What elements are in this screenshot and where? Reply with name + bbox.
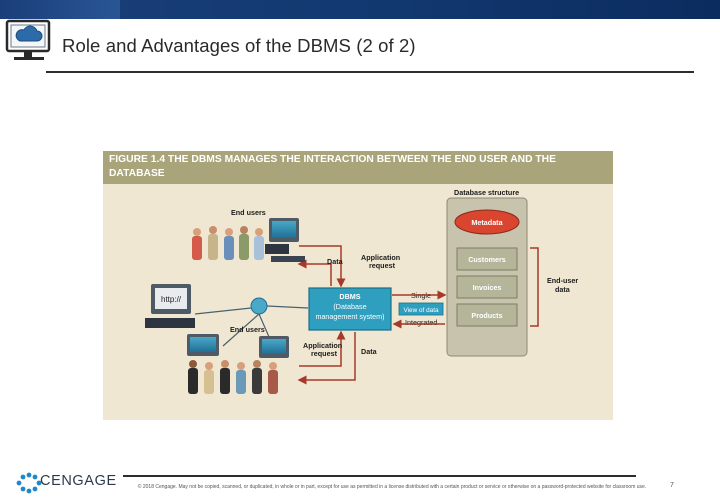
bottom-app-request-label-2: request — [311, 349, 338, 358]
bottom-people — [188, 360, 278, 394]
top-banner — [0, 0, 720, 19]
figure-header: FIGURE 1.4 THE DBMS MANAGES THE INTERACT… — [103, 151, 613, 184]
dbms-label-3: management system) — [315, 312, 384, 321]
end-user-data-label-1: End-user — [547, 276, 578, 285]
figure-1-4: FIGURE 1.4 THE DBMS MANAGES THE INTERACT… — [103, 151, 613, 420]
top-banner-highlight — [0, 0, 120, 19]
bottom-data-arrow — [297, 332, 356, 385]
invoices-label: Invoices — [473, 283, 502, 292]
customers-label: Customers — [468, 255, 506, 264]
top-data-label: Data — [327, 257, 344, 266]
top-end-users-label: End users — [231, 208, 266, 217]
title-divider — [46, 71, 694, 73]
bottom-request-arrow — [299, 330, 346, 367]
footer-divider — [123, 475, 636, 477]
top-people — [192, 226, 264, 260]
web-workstation — [145, 284, 195, 328]
view-of-data-label: View of data — [403, 307, 439, 314]
top-app-request-label-1: Application — [361, 253, 400, 262]
customers-table — [456, 247, 518, 271]
top-workstation — [265, 218, 305, 262]
figure-caption: FIGURE 1.4 THE DBMS MANAGES THE INTERACT… — [109, 154, 556, 179]
integrated-label: Integrated — [405, 318, 437, 327]
metadata-label: Metadata — [471, 218, 503, 227]
copyright-notice: © 2018 Cengage. May not be copied, scann… — [137, 484, 647, 490]
cloud-monitor-icon — [5, 19, 51, 60]
http-label: http:// — [161, 295, 182, 304]
cengage-logo-icon — [16, 472, 42, 494]
dbms-label-2: (Database — [333, 302, 366, 311]
view-of-data-box — [398, 302, 444, 316]
top-data-arrow — [297, 259, 332, 286]
page-number: 7 — [670, 482, 674, 489]
bottom-data-label: Data — [361, 347, 378, 356]
bottom-workstation — [187, 334, 289, 358]
top-request-arrow — [299, 245, 346, 288]
slide-title: Role and Advantages of the DBMS (2 of 2) — [62, 35, 416, 56]
end-user-data-bracket — [530, 247, 539, 327]
invoices-table — [456, 275, 518, 299]
end-user-data-label-2: data — [555, 285, 571, 294]
dbms-box — [308, 287, 392, 331]
dbms-diagram: Database structure Metadata Customers In… — [145, 188, 578, 394]
metadata-ellipse — [454, 209, 520, 235]
dbms-label-1: DBMS — [339, 292, 360, 301]
products-table — [456, 303, 518, 327]
database-structure-label: Database structure — [454, 188, 519, 197]
cengage-logo-text: CENGAGE — [40, 473, 117, 489]
products-label: Products — [471, 311, 502, 320]
top-app-request-label-2: request — [369, 261, 396, 270]
bottom-end-users-label: End users — [230, 325, 265, 334]
bottom-app-request-label-1: Application — [303, 341, 342, 350]
database-structure-group: Database structure Metadata Customers In… — [446, 188, 528, 357]
